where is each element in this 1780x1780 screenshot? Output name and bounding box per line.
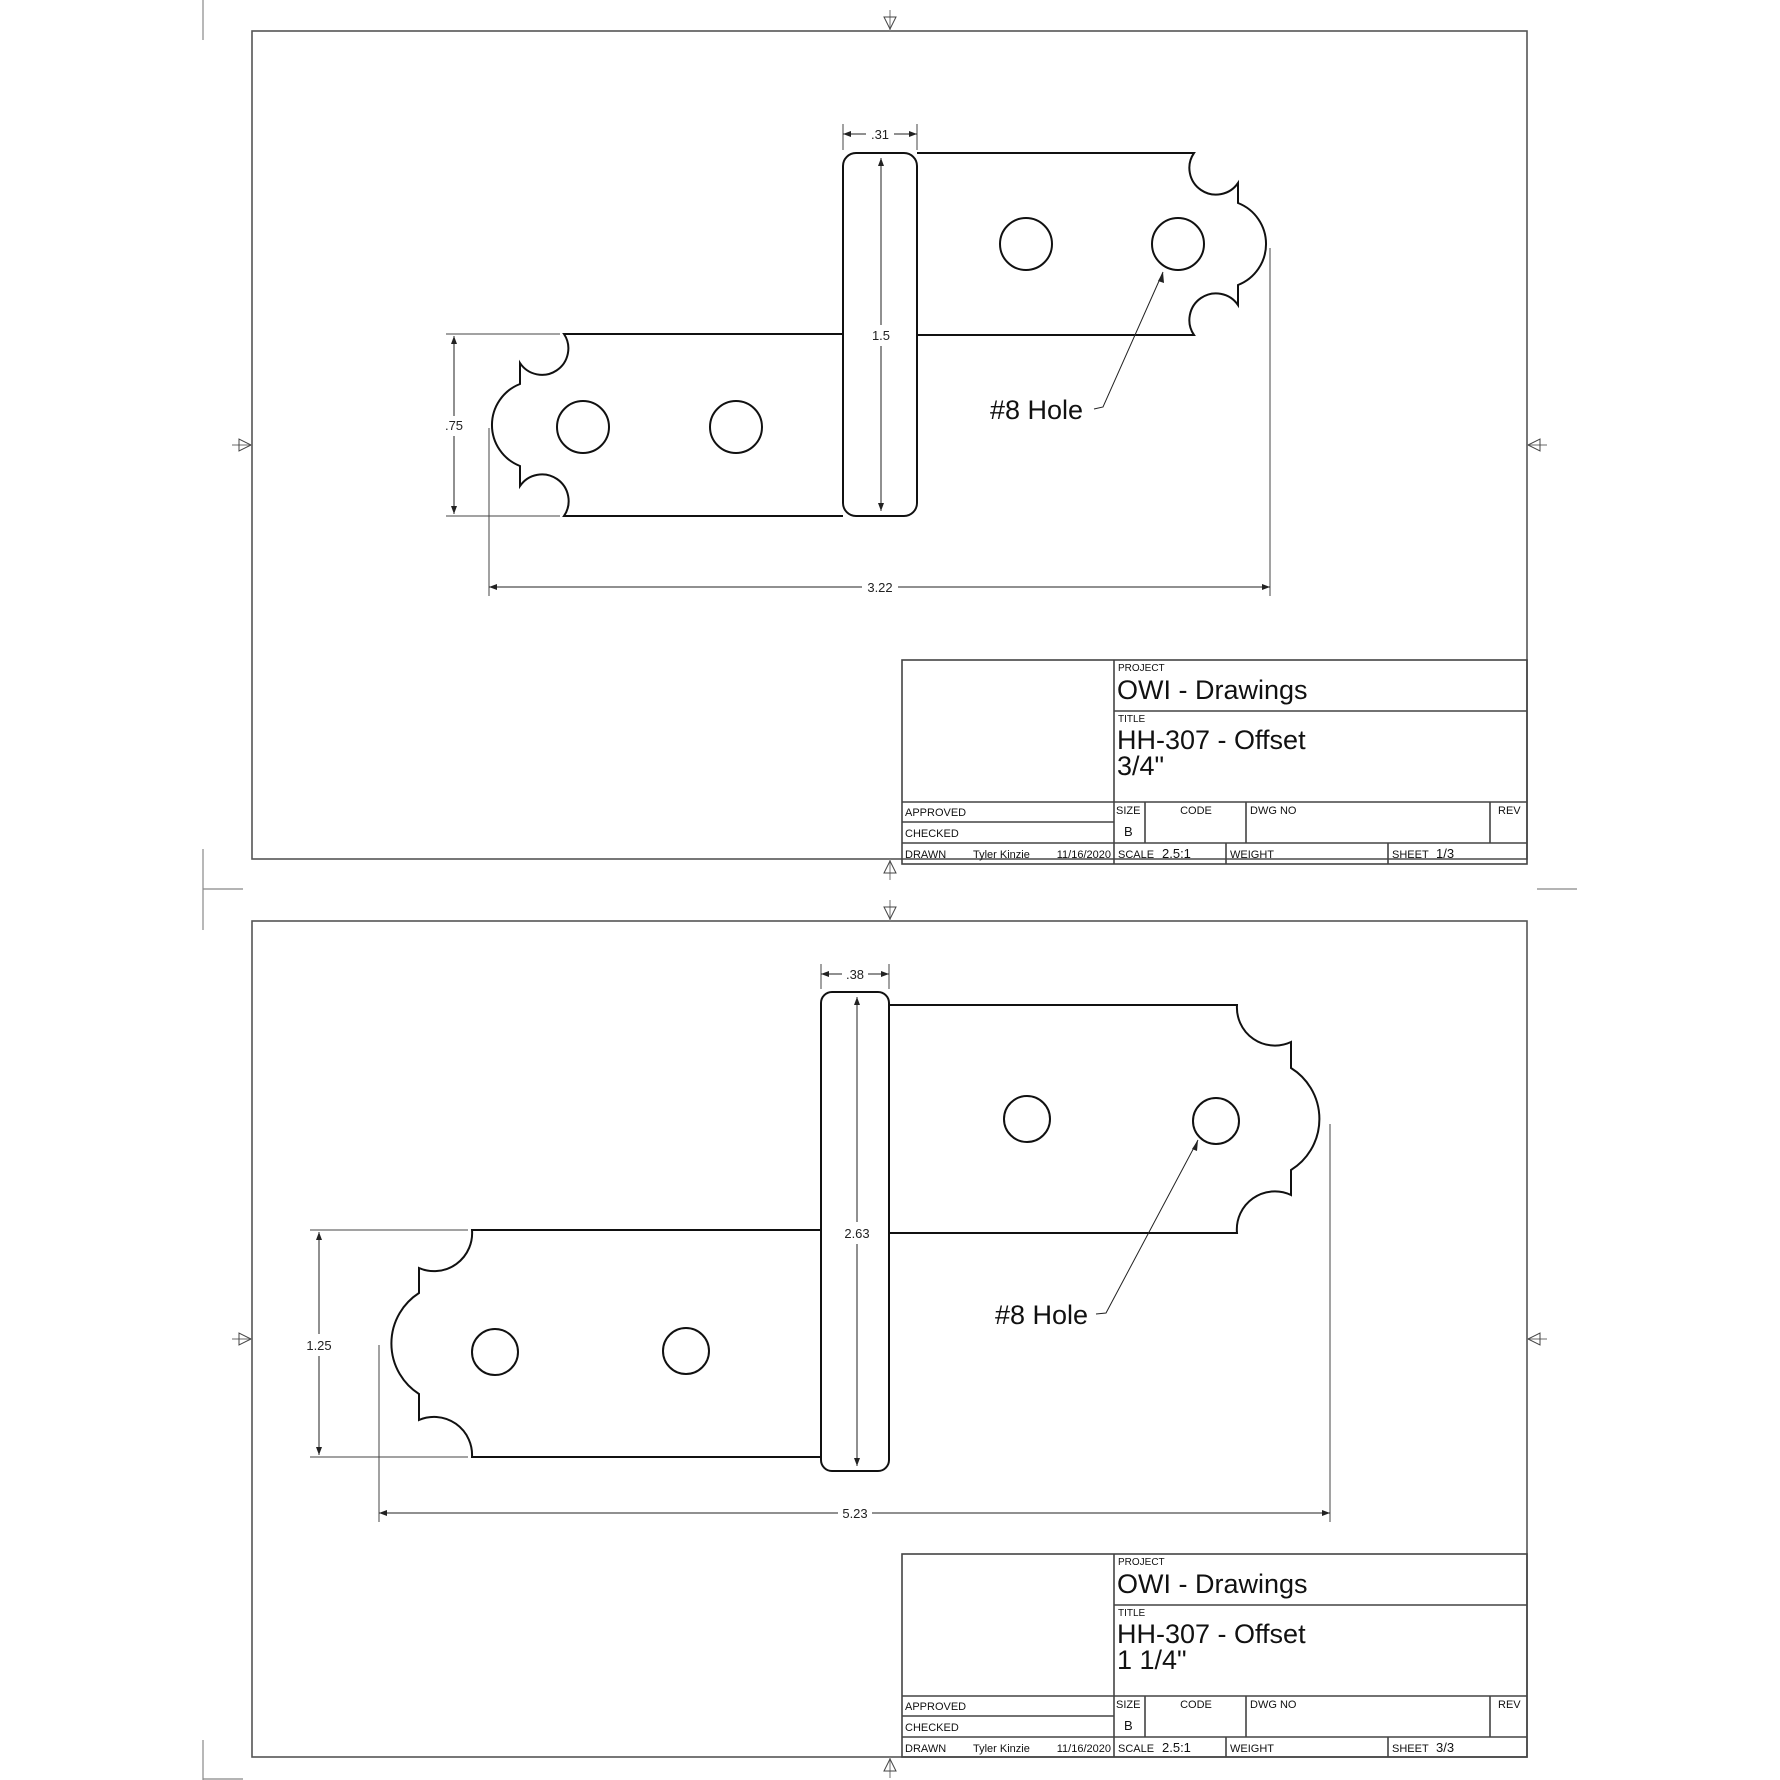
approved-label: APPROVED [905, 807, 966, 819]
rev-label: REV [1498, 805, 1521, 817]
project-label: PROJECT [1118, 1557, 1165, 1568]
dim-label: 1.25 [306, 1338, 331, 1353]
drawing-title-size: 3/4" [1117, 751, 1164, 781]
barrel [820, 991, 890, 1472]
size-value: B [1124, 824, 1133, 839]
drawn-by: Tyler Kinzie [973, 849, 1030, 861]
project-name: OWI - Drawings [1117, 675, 1308, 705]
lower-leaf [490, 333, 843, 517]
weight-label: WEIGHT [1230, 1743, 1274, 1755]
dim-label: .31 [871, 127, 889, 142]
dim-label: .75 [445, 418, 463, 433]
dimension-barrel-length: 2.63 [844, 997, 870, 1466]
title-block: PROJECT OWI - Drawings TITLE HH-307 - Of… [901, 1553, 1528, 1758]
sheet-label: SHEET [1392, 1743, 1429, 1755]
checked-label: CHECKED [905, 828, 959, 840]
checked-label: CHECKED [905, 1722, 959, 1734]
drawing-sheet-3: .38 2.63 1.25 5.23 [232, 900, 1547, 1778]
hole-callout: #8 Hole [990, 271, 1164, 425]
hinge-part-1-1-4 [390, 991, 1321, 1472]
drawing-title: HH-307 - Offset [1117, 725, 1306, 755]
lower-leaf [390, 1229, 821, 1458]
title-label: TITLE [1118, 1608, 1146, 1619]
project-label: PROJECT [1118, 663, 1165, 674]
dim-label: 2.63 [844, 1226, 869, 1241]
screw-hole [471, 1328, 519, 1376]
dimension-overall-length: 5.23 [378, 1124, 1331, 1522]
size-label: SIZE [1116, 805, 1140, 817]
scale-label: SCALE [1118, 849, 1154, 861]
screw-hole [1151, 217, 1205, 271]
sheet-number: 1/3 [1436, 846, 1454, 861]
dim-label: .38 [846, 967, 864, 982]
hole-callout: #8 Hole [995, 1139, 1199, 1330]
center-marker-top-icon [883, 10, 897, 31]
hinge-part-3-4 [490, 152, 1268, 517]
dimension-overall-length: 3.22 [488, 248, 1271, 596]
dimension-barrel-width: .38 [820, 964, 890, 989]
code-label: CODE [1180, 1699, 1212, 1711]
crop-marks [202, 0, 1577, 1780]
scale-label: SCALE [1118, 1743, 1154, 1755]
center-marker-right-icon [1526, 1332, 1547, 1346]
screw-hole [999, 217, 1053, 271]
center-marker-left-icon [232, 438, 253, 452]
dwg-no-label: DWG NO [1250, 1699, 1297, 1711]
dim-label: 5.23 [842, 1506, 867, 1521]
barrel [842, 152, 918, 517]
dimension-leaf-width: 1.25 [306, 1229, 468, 1458]
size-value: B [1124, 1718, 1133, 1733]
project-name: OWI - Drawings [1117, 1569, 1308, 1599]
dimension-barrel-length: 1.5 [872, 158, 890, 511]
sheet-label: SHEET [1392, 849, 1429, 861]
upper-leaf [917, 152, 1268, 336]
drawing-title: HH-307 - Offset [1117, 1619, 1306, 1649]
dim-label: 3.22 [867, 580, 892, 595]
drawn-by: Tyler Kinzie [973, 1743, 1030, 1755]
dim-label: 1.5 [872, 328, 890, 343]
center-marker-right-icon [1526, 438, 1547, 452]
drawing-sheet-1: .31 1.5 .75 3.22 [232, 10, 1547, 880]
dimension-leaf-width: .75 [445, 333, 560, 517]
scale-value: 2.5:1 [1162, 846, 1191, 861]
rev-label: REV [1498, 1699, 1521, 1711]
drawn-label: DRAWN [905, 849, 946, 861]
size-label: SIZE [1116, 1699, 1140, 1711]
drawn-date: 11/16/2020 [1057, 849, 1111, 861]
approved-label: APPROVED [905, 1701, 966, 1713]
center-marker-bottom-icon [883, 1757, 897, 1778]
sheet-number: 3/3 [1436, 1740, 1454, 1755]
hole-note-label: #8 Hole [995, 1300, 1088, 1330]
weight-label: WEIGHT [1230, 849, 1274, 861]
screw-hole [1192, 1097, 1240, 1145]
screw-hole [556, 400, 610, 454]
drawn-label: DRAWN [905, 1743, 946, 1755]
dimension-barrel-width: .31 [842, 124, 918, 150]
center-marker-bottom-icon [883, 859, 897, 880]
hole-note-label: #8 Hole [990, 395, 1083, 425]
center-marker-top-icon [883, 900, 897, 921]
screw-hole [662, 1327, 710, 1375]
dwg-no-label: DWG NO [1250, 805, 1297, 817]
code-label: CODE [1180, 805, 1212, 817]
sheet-border [251, 30, 1528, 860]
drawing-title-size: 1 1/4" [1117, 1645, 1187, 1675]
upper-leaf [889, 1004, 1321, 1234]
screw-hole [709, 400, 763, 454]
screw-hole [1003, 1095, 1051, 1143]
scale-value: 2.5:1 [1162, 1740, 1191, 1755]
center-marker-left-icon [232, 1332, 253, 1346]
title-block: PROJECT OWI - Drawings TITLE HH-307 - Of… [901, 659, 1528, 865]
title-label: TITLE [1118, 714, 1146, 725]
drawn-date: 11/16/2020 [1057, 1743, 1111, 1755]
